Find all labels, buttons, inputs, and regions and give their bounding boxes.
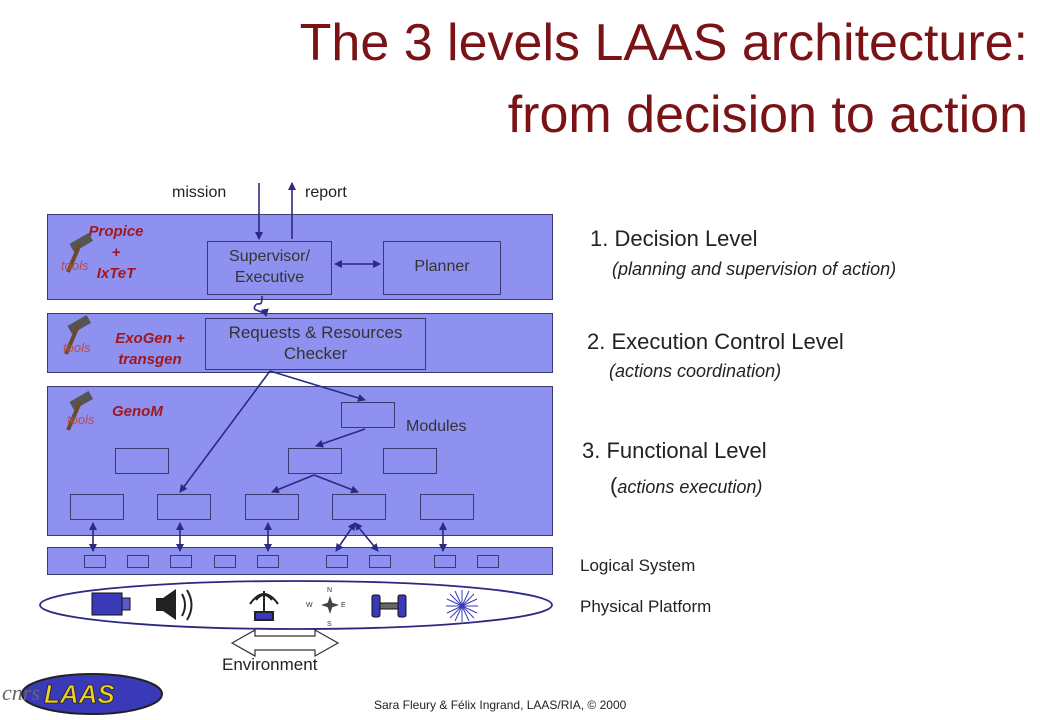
genom-label: GenoM	[112, 403, 163, 420]
tools-word: tools	[67, 412, 95, 427]
execution-tool-label: ExoGen + transgen	[100, 328, 200, 370]
functional-level-title: 3. Functional Level	[582, 438, 767, 463]
module-box	[332, 494, 386, 520]
module-box	[288, 448, 342, 474]
checker-module-arrow-1	[179, 370, 271, 493]
requests-resources-checker-box: Requests & Resources Checker	[205, 318, 426, 370]
footer-credit: Sara Fleury & Félix Ingrand, LAAS/RIA, ©…	[374, 698, 627, 712]
module-box	[420, 494, 474, 520]
title-line2: from decision to action	[507, 86, 1028, 144]
laser-icon	[446, 590, 478, 622]
decision-level-subtitle: (planning and supervision of action)	[612, 259, 897, 279]
functional-subtitle-text: actions execution)	[617, 477, 763, 497]
functional-level-subtitle: (actions execution)	[610, 473, 762, 499]
wheels-icon	[371, 594, 407, 618]
report-label: report	[305, 184, 347, 201]
logical-unit	[214, 555, 236, 568]
supervisor-label-2: Executive	[234, 269, 305, 286]
compass-icon	[321, 596, 339, 614]
mission-label: mission	[172, 184, 227, 201]
logo-text: LAAS	[44, 679, 115, 709]
module-io-arrow	[354, 522, 379, 552]
checker-label-2: Checker	[283, 344, 348, 363]
plus-label: +	[111, 244, 121, 261]
checker-label-1: Requests & Resources	[228, 323, 403, 342]
logical-unit	[326, 555, 348, 568]
transgen-label: transgen	[118, 351, 182, 368]
title-line1: The 3 levels LAAS architecture:	[299, 14, 1028, 72]
module-box	[383, 448, 437, 474]
physical-platform-ellipse	[39, 580, 553, 630]
execution-level-subtitle: (actions coordination)	[609, 361, 782, 381]
module-box	[245, 494, 299, 520]
supervisor-checker-arrow	[253, 295, 269, 317]
module-io-arrow	[335, 522, 356, 552]
supervisor-executive-box: Supervisor/ Executive	[207, 241, 332, 295]
module-tree-arrow	[315, 428, 366, 448]
module-box	[115, 448, 169, 474]
hammer-icon	[64, 315, 92, 355]
module-tree-arrow	[313, 474, 359, 494]
logo-icon: LAAS cnrs	[2, 673, 163, 715]
compass-n: N	[327, 587, 332, 594]
logical-unit	[257, 555, 279, 568]
decision-tool-label: Propice + IxTeT	[84, 221, 148, 284]
module-box	[70, 494, 124, 520]
logical-system-label: Logical System	[580, 556, 696, 575]
execution-level-title: 2. Execution Control Level	[587, 329, 844, 354]
compass-w: W	[306, 602, 313, 609]
decision-level-title: 1. Decision Level	[590, 226, 758, 251]
module-box	[157, 494, 211, 520]
module-box	[341, 402, 395, 428]
compass-s: S	[327, 621, 332, 628]
physical-platform-label: Physical Platform	[580, 597, 712, 616]
functional-subtitle-paren: (	[610, 473, 618, 498]
tools-word: tools	[63, 340, 91, 355]
logical-unit	[369, 555, 391, 568]
hammer-icon	[66, 391, 94, 431]
antenna-icon	[249, 591, 279, 621]
compass-e: E	[341, 602, 346, 609]
propice-label: Propice	[88, 223, 144, 240]
speaker-icon	[156, 589, 193, 621]
exogen-label: ExoGen +	[115, 330, 185, 347]
logo-prefix: cnrs	[2, 680, 40, 705]
tools-word: tools	[61, 258, 89, 273]
planner-label: Planner	[414, 258, 470, 275]
logical-unit	[127, 555, 149, 568]
checker-module-arrow-2	[269, 370, 366, 402]
environment-arrow	[230, 628, 340, 658]
logical-unit	[477, 555, 499, 568]
supervisor-label-1: Supervisor/	[229, 248, 310, 265]
planner-box: Planner	[383, 241, 501, 295]
logical-unit	[170, 555, 192, 568]
modules-label: Modules	[406, 418, 467, 435]
logical-unit	[434, 555, 456, 568]
module-tree-arrow	[271, 474, 315, 494]
logical-unit	[84, 555, 106, 568]
hammer-icon	[66, 233, 94, 273]
camera-icon	[91, 592, 131, 616]
ixtet-label: IxTeT	[96, 265, 136, 282]
environment-label: Environment	[222, 655, 318, 674]
